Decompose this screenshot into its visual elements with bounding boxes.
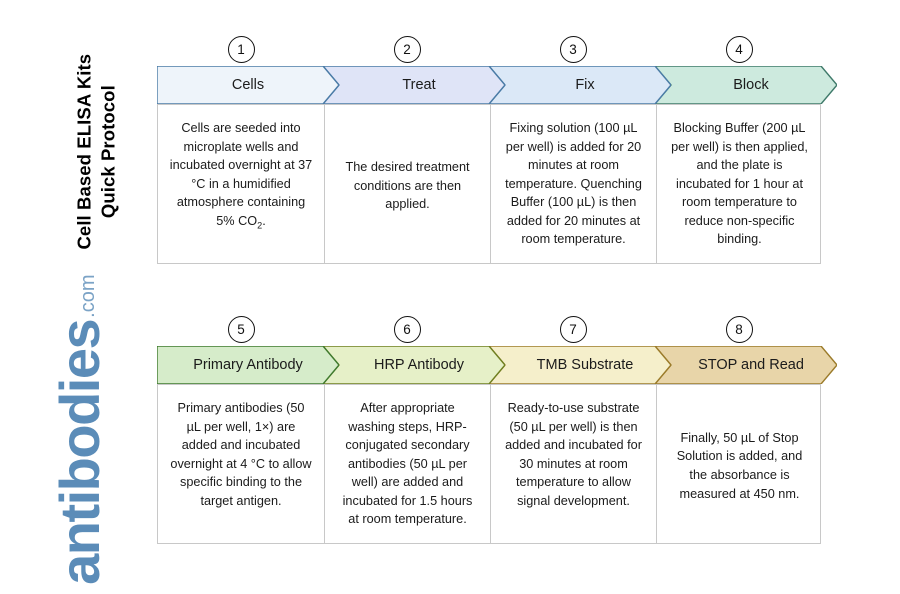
step-label-6: HRP Antibody [373,357,464,373]
step-number-7: 7 [559,316,587,343]
step-description-text: Finally, 50 µL of Stop Solution is added… [676,430,803,501]
step-label-7: TMB Substrate [536,357,634,373]
step-description-2: The desired treatment conditions are the… [324,105,490,263]
step-label-1: Cells [231,77,265,93]
step-description-text: Primary antibodies (50 µL per well, 1×) … [170,401,312,508]
step-description-text: The desired treatment conditions are the… [345,160,470,212]
step-banner-1[interactable]: Cells [157,66,339,104]
step-banner-7[interactable]: TMB Substrate [489,346,671,384]
step-description-6: After appropriate washing steps, HRP-con… [324,385,490,543]
step-number-1: 1 [227,36,255,63]
step-banner-4[interactable]: Block [655,66,837,104]
brand-logo-name: antibodies [48,319,112,585]
step-banner-group-2: Primary Antibody HRP Antibody TMB Substrat… [157,346,837,384]
step-banner-2[interactable]: Treat [323,66,505,104]
step-description-text: Ready-to-use substrate (50 µL per well) … [505,401,642,508]
step-description-text: Fixing solution (100 µL per well) is add… [505,121,642,247]
step-description-group-2: Primary antibodies (50 µL per well, 1×) … [157,384,821,544]
step-chevron-shape [489,66,671,104]
step-banner-group-1: Cells Treat Fix Block [157,66,837,104]
step-description-5: Primary antibodies (50 µL per well, 1×) … [158,385,324,543]
step-banner-3[interactable]: Fix [489,66,671,104]
step-number-8: 8 [725,316,753,343]
step-chevron-shape [655,346,837,384]
protocol-row-2: 5 6 7 8 Primary Antibody HRP Antibody TMB Sub… [157,316,837,544]
step-chevron-shape [323,66,505,104]
protocol-row-1: 1 2 3 4 Cells Treat Fix Block Cells are seeded… [157,36,837,264]
step-number-3: 3 [559,36,587,63]
brand-logo-suffix: .com [76,274,99,318]
step-number-6: 6 [393,316,421,343]
step-number-5: 5 [227,316,255,343]
step-chevron-shape [323,346,505,384]
step-label-5: Primary Antibody [193,357,303,373]
step-number-group-2: 5 6 7 8 [157,316,821,346]
step-chevron-shape [157,66,339,104]
step-chevron-shape [157,346,339,384]
step-description-1: Cells are seeded into microplate wells a… [158,105,324,263]
step-label-3: Fix [575,77,595,93]
step-banner-8[interactable]: STOP and Read [655,346,837,384]
step-banner-6[interactable]: HRP Antibody [323,346,505,384]
step-number-2: 2 [393,36,421,63]
step-number-4: 4 [725,36,753,63]
step-label-8: STOP and Read [698,357,804,373]
step-chevron-shape [655,66,837,104]
step-chevron-shape [489,346,671,384]
step-banner-5[interactable]: Primary Antibody [157,346,339,384]
step-description-8: Finally, 50 µL of Stop Solution is added… [656,385,822,543]
step-description-text: Cells are seeded into microplate wells a… [169,121,313,231]
step-description-4: Blocking Buffer (200 µL per well) is the… [656,105,822,263]
step-number-group-1: 1 2 3 4 [157,36,821,66]
step-description-7: Ready-to-use substrate (50 µL per well) … [490,385,656,543]
step-description-text: After appropriate washing steps, HRP-con… [342,401,473,527]
brand-logo: antibodies .com [14,268,146,585]
step-description-text: Blocking Buffer (200 µL per well) is the… [671,121,808,247]
step-label-2: Treat [402,77,436,93]
step-description-3: Fixing solution (100 µL per well) is add… [490,105,656,263]
step-label-4: Block [733,77,769,93]
step-description-group-1: Cells are seeded into microplate wells a… [157,104,821,264]
page-title-text: Cell Based ELISA Kits Quick Protocol [73,53,118,250]
